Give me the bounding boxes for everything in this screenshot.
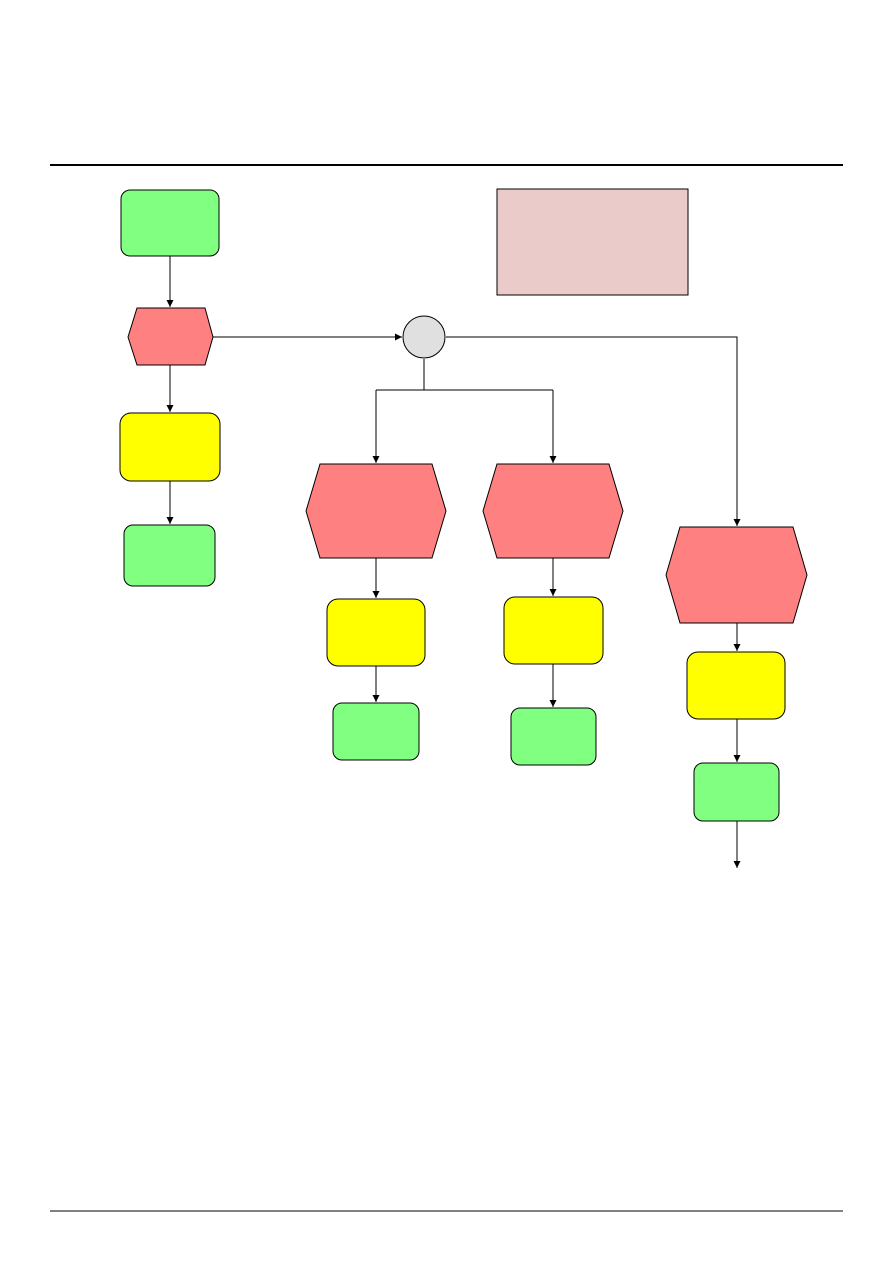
event-a[interactable] [123, 524, 216, 587]
line-connector-to-process-c [446, 336, 741, 526]
process-b1[interactable] [305, 463, 447, 559]
process-main[interactable] [127, 307, 214, 366]
event-b1[interactable] [332, 702, 420, 761]
event-start[interactable] [120, 189, 220, 257]
function-b1[interactable] [326, 598, 426, 667]
event-b2[interactable] [510, 707, 597, 766]
process-c[interactable] [665, 526, 808, 624]
function-b2[interactable] [503, 596, 604, 665]
function-c[interactable] [686, 651, 786, 720]
process-b2[interactable] [482, 463, 624, 559]
function-a[interactable] [119, 412, 221, 482]
connections [166, 256, 741, 868]
connector-circle[interactable] [402, 315, 446, 359]
event-c[interactable] [693, 762, 780, 822]
note-box [496, 188, 689, 296]
